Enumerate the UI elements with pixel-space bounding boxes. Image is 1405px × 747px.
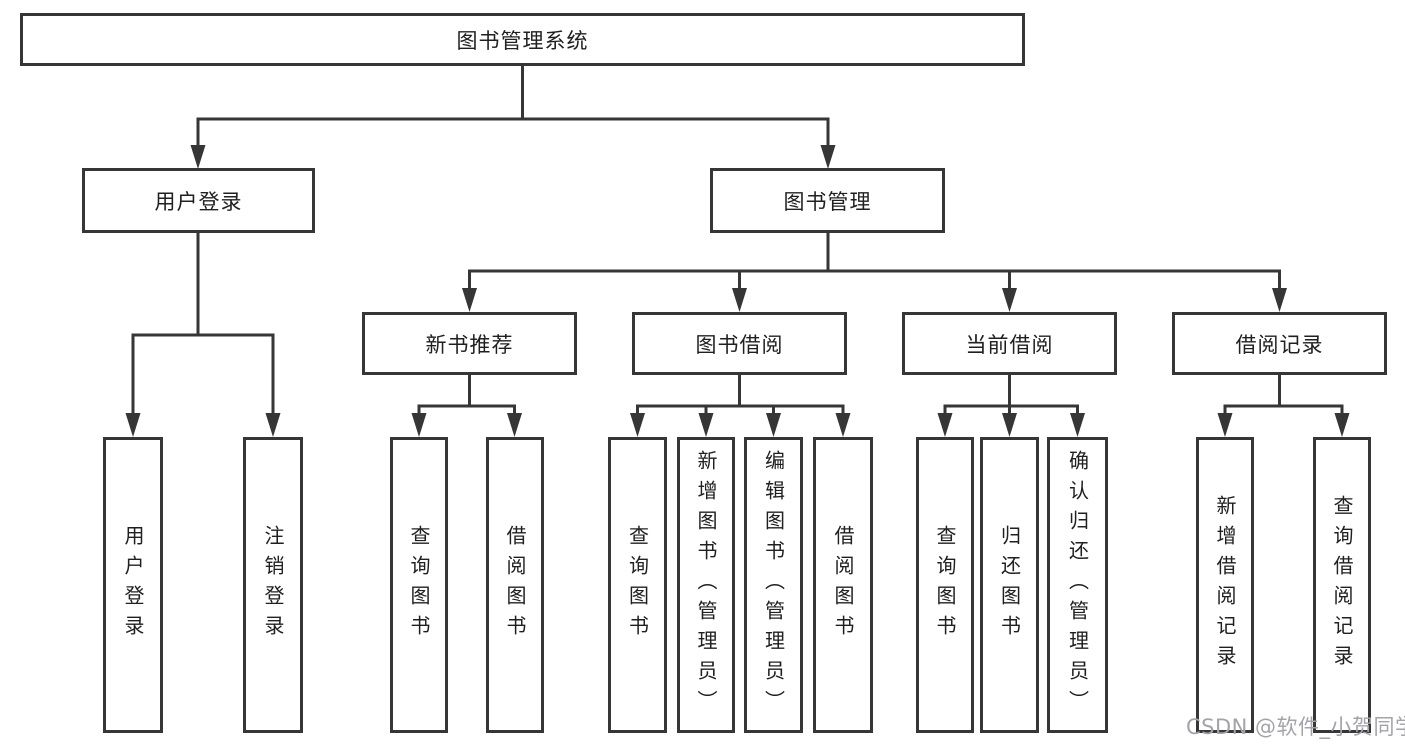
node-book-borrow: 图书借阅: [632, 312, 847, 375]
node-root: 图书管理系统: [20, 13, 1025, 66]
leaf-current-confirm-admin: 确认归还（管理员）: [1047, 437, 1108, 733]
node-borrow-records-label: 借阅记录: [1235, 332, 1324, 357]
csdn-watermark: CSDN @软件_小贺同学: [1186, 715, 1405, 739]
node-borrow-records: 借阅记录: [1172, 312, 1387, 375]
leaf-user-login: 用户登录: [103, 437, 163, 733]
node-current-borrow-label: 当前借阅: [965, 332, 1054, 357]
leaf-borrow-edit-admin: 编辑图书（管理员）: [744, 437, 803, 733]
leaf-logout-label: 注销登录: [261, 525, 285, 645]
node-book-management: 图书管理: [710, 168, 945, 233]
leaf-current-query-label: 查询图书: [933, 525, 957, 645]
leaf-record-add-label: 新增借阅记录: [1213, 495, 1237, 675]
leaf-current-query: 查询图书: [916, 437, 974, 733]
leaf-user-login-label: 用户登录: [121, 525, 145, 645]
node-user-login: 用户登录: [82, 168, 315, 233]
leaf-newbook-query-label: 查询图书: [407, 525, 431, 645]
node-user-login-label: 用户登录: [154, 189, 243, 214]
leaf-record-query-label: 查询借阅记录: [1330, 495, 1354, 675]
node-new-book-recommend-label: 新书推荐: [425, 332, 514, 357]
leaf-borrow-add-admin: 新增图书（管理员）: [677, 437, 735, 733]
leaf-borrow-book: 借阅图书: [813, 437, 873, 733]
leaf-current-confirm-admin-label: 确认归还（管理员）: [1065, 450, 1090, 720]
leaf-borrow-query: 查询图书: [608, 437, 667, 733]
node-book-borrow-label: 图书借阅: [695, 332, 784, 357]
node-current-borrow: 当前借阅: [902, 312, 1117, 375]
node-root-label: 图书管理系统: [456, 28, 589, 53]
node-book-management-label: 图书管理: [783, 189, 872, 214]
leaf-record-add: 新增借阅记录: [1196, 437, 1254, 733]
leaf-record-query: 查询借阅记录: [1313, 437, 1371, 733]
leaf-logout: 注销登录: [243, 437, 303, 733]
leaf-borrow-query-label: 查询图书: [625, 525, 650, 645]
leaf-newbook-borrow: 借阅图书: [486, 437, 544, 733]
leaf-current-return-label: 归还图书: [997, 525, 1022, 645]
leaf-borrow-edit-admin-label: 编辑图书（管理员）: [761, 450, 786, 720]
leaf-current-return: 归还图书: [980, 437, 1039, 733]
leaf-newbook-borrow-label: 借阅图书: [503, 525, 527, 645]
node-new-book-recommend: 新书推荐: [362, 312, 577, 375]
leaf-newbook-query: 查询图书: [390, 437, 448, 733]
leaf-borrow-add-admin-label: 新增图书（管理员）: [694, 450, 718, 720]
leaf-borrow-book-label: 借阅图书: [831, 525, 855, 645]
